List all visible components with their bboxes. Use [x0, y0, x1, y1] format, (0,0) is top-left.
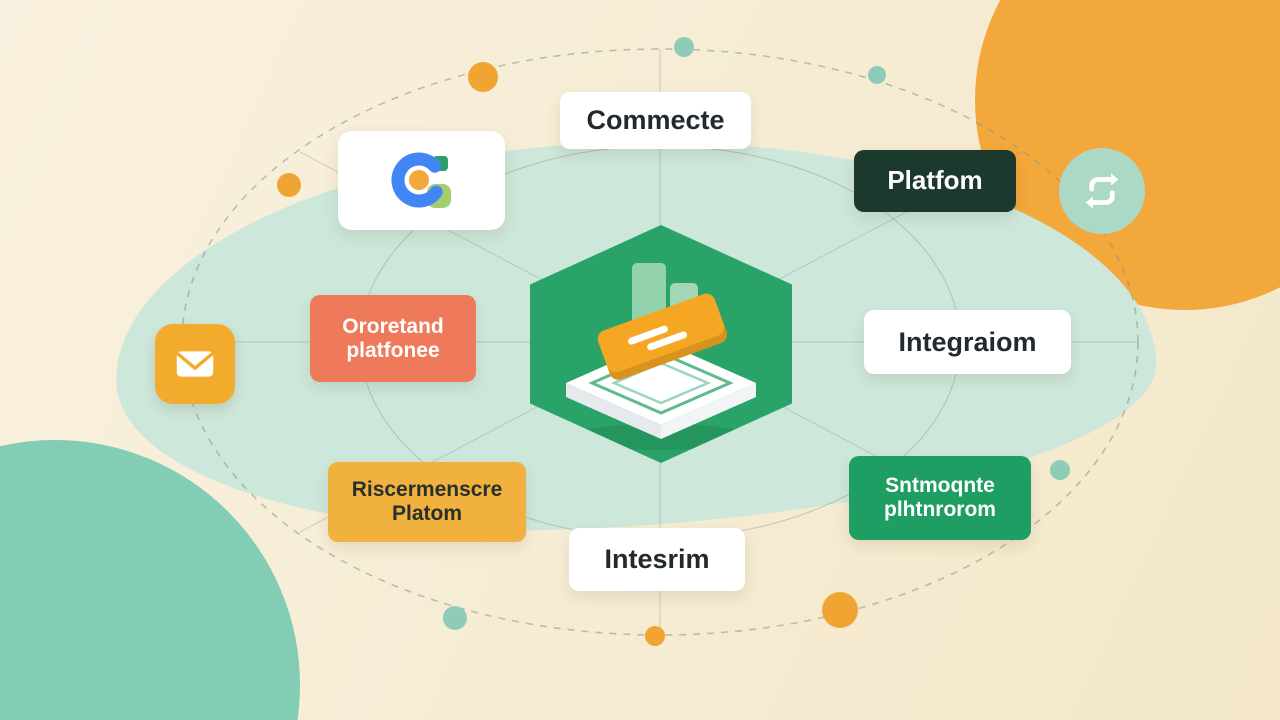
- node-label-text-line1: Riscermenscre: [351, 478, 503, 502]
- orbit-dot: [443, 606, 467, 630]
- node-label-ororetand: Ororetand platfonee: [310, 295, 476, 382]
- sync-arrows-icon: [1085, 173, 1119, 209]
- orbit-dot: [468, 62, 498, 92]
- sync-tile: [1059, 148, 1145, 234]
- orbit-dot: [645, 626, 665, 646]
- node-label-intesrim: Intesrim: [569, 528, 745, 591]
- node-label-riscermenscre: Riscermenscre Platom: [328, 462, 526, 542]
- orbit-dot: [868, 66, 886, 84]
- google-style-logo-icon: [391, 152, 451, 208]
- node-label-commecte: Commecte: [560, 92, 751, 149]
- orbit-dot: [674, 37, 694, 57]
- node-label-text: Commecte: [586, 105, 725, 136]
- node-label-text-line1: Ororetand: [342, 314, 444, 338]
- orbit-dot: [822, 592, 858, 628]
- node-label-sntmoqnte: Sntmoqnte plhtnrorom: [849, 456, 1031, 540]
- orbit-dot: [277, 173, 301, 197]
- node-label-text: Platfom: [887, 165, 983, 196]
- node-label-text-line2: Platom: [391, 502, 462, 525]
- node-label-text: Intesrim: [604, 544, 710, 575]
- email-envelope-icon: [176, 351, 214, 377]
- commerce-stack-illustration: [566, 263, 756, 450]
- hexagon-commerce-stack-icon: [530, 225, 792, 463]
- orbit-dot: [1050, 460, 1070, 480]
- node-label-platfom: Platfom: [854, 150, 1016, 212]
- node-label-text-line2: plhtnrorom: [884, 498, 996, 521]
- node-label-text-line2: platfonee: [346, 338, 440, 362]
- node-label-text: Integraiom: [898, 326, 1037, 357]
- node-label-text-line1: Sntmoqnte: [885, 474, 995, 498]
- email-tile: [155, 324, 235, 404]
- google-style-logo-card: [338, 131, 505, 230]
- node-label-integraiom: Integraiom: [864, 310, 1071, 374]
